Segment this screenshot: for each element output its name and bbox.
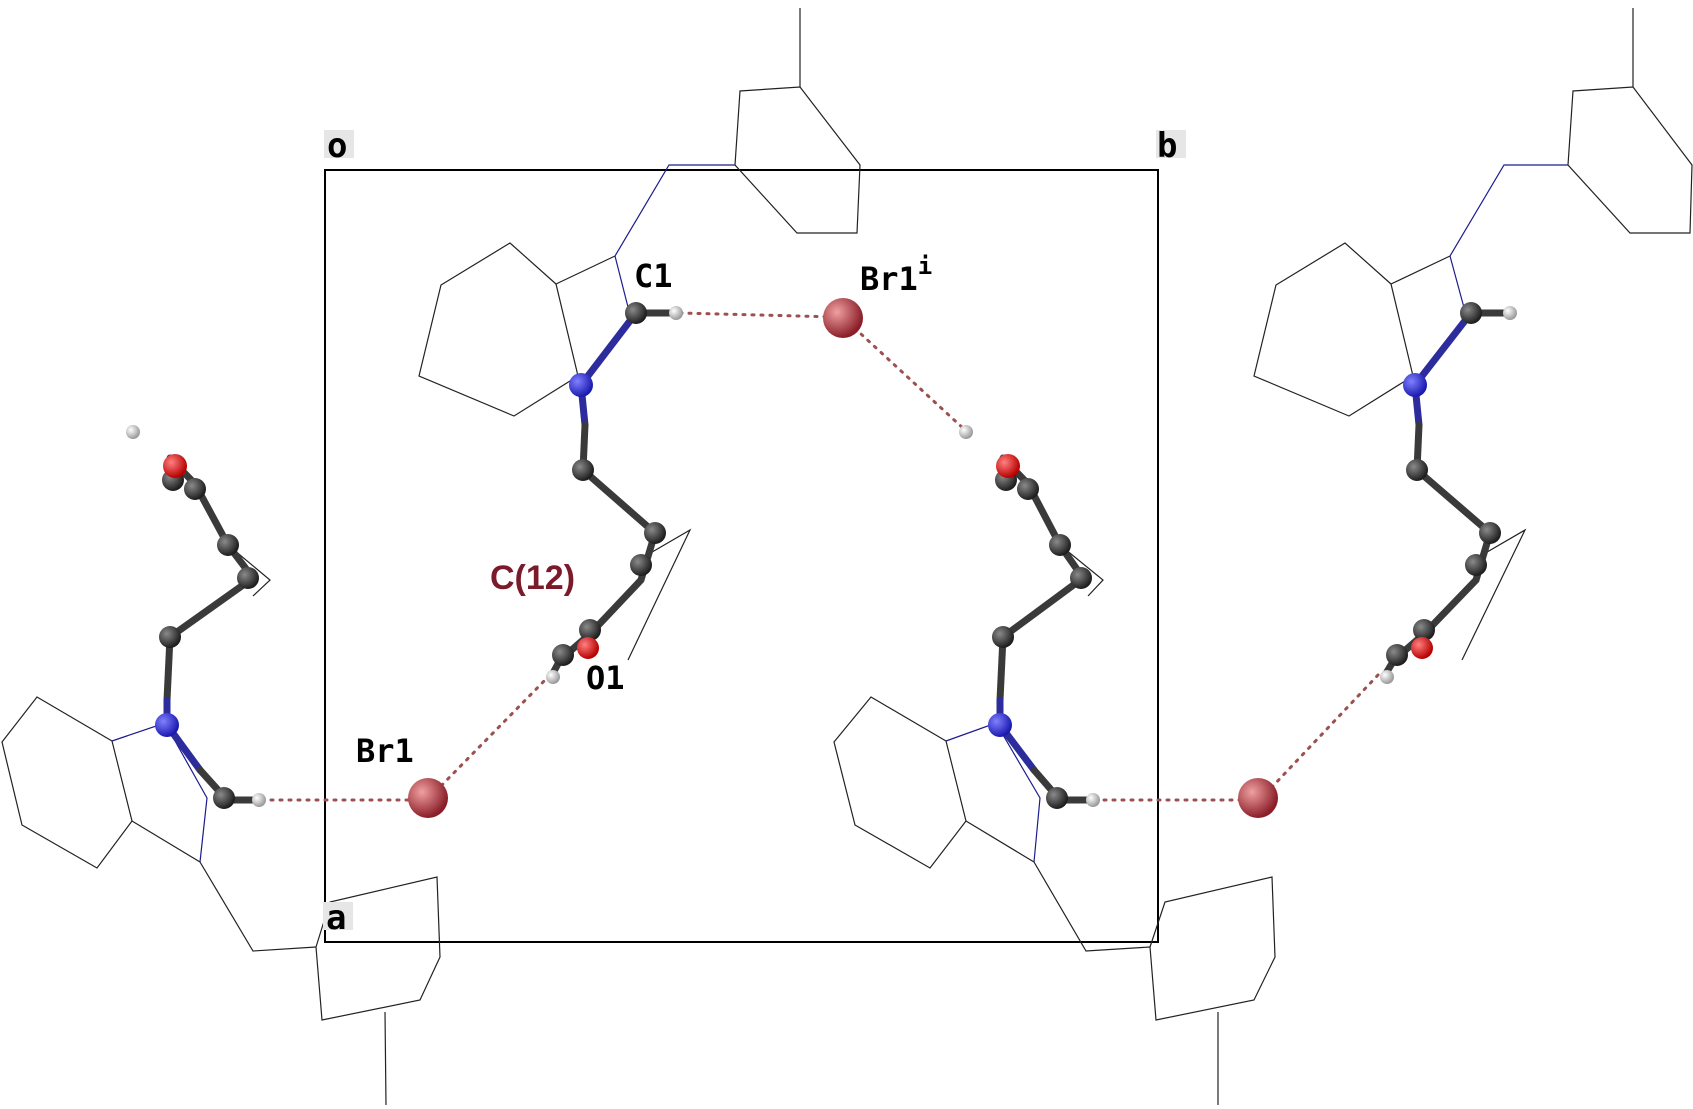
hydrogen-bonds xyxy=(260,311,1380,802)
hydrogen-atom xyxy=(1380,670,1394,684)
atom-label-c1: C1 xyxy=(634,257,673,295)
carbon-atom xyxy=(1386,644,1408,666)
molecule-far-right-ball-stick xyxy=(1380,302,1517,684)
bromine-atom xyxy=(1238,778,1278,818)
hydrogen-atom xyxy=(669,306,683,320)
carbon-atom xyxy=(159,626,181,648)
oxygen-atom-o1 xyxy=(577,637,599,659)
hydrogen-atom xyxy=(1503,306,1517,320)
hydrogen-atom xyxy=(546,670,560,684)
atom-label-br1: Br1 xyxy=(356,732,414,770)
carbon-atom xyxy=(184,478,206,500)
axis-b-label: b xyxy=(1157,126,1177,166)
axis-a-label: a xyxy=(326,898,346,938)
hbond-c1-br1i xyxy=(678,311,840,319)
hydrogen-atom xyxy=(126,425,140,439)
carbon-atom xyxy=(237,567,259,589)
hbond-o-far-right-br xyxy=(1270,673,1380,789)
carbon-atom xyxy=(1406,459,1428,481)
bromine-atom-br1 xyxy=(408,778,448,818)
hydrogen-atom xyxy=(252,793,266,807)
hydrogen-atom xyxy=(1086,793,1100,807)
atom-label-br1i: Br1i xyxy=(860,252,932,298)
carbon-atom xyxy=(1465,554,1487,576)
oxygen-atom xyxy=(163,454,187,478)
carbon-atom xyxy=(1017,478,1039,500)
carbon-atom xyxy=(1070,567,1092,589)
molecule-left-ball-stick xyxy=(126,425,266,809)
bromine-atom-br1i xyxy=(823,298,863,338)
carbon-atom xyxy=(1479,522,1501,544)
nitrogen-atom xyxy=(1403,373,1427,397)
carbon-atom xyxy=(572,459,594,481)
carbon-atom xyxy=(552,644,574,666)
carbon-atom xyxy=(217,534,239,556)
carbon-atom xyxy=(1413,619,1435,641)
nitrogen-atom xyxy=(155,713,179,737)
oxygen-atom xyxy=(996,454,1020,478)
oxygen-atom xyxy=(1411,637,1433,659)
carbon-atom xyxy=(1049,534,1071,556)
hbond-o1-br1 xyxy=(438,673,552,789)
carbon-atom xyxy=(644,522,666,544)
carbon-atom xyxy=(213,787,235,809)
molecule-right-ball-stick xyxy=(959,425,1100,809)
molecule-centre-wireframe xyxy=(418,8,861,661)
nitrogen-atom xyxy=(569,373,593,397)
motif-label-c12: C(12) xyxy=(490,559,575,597)
molecule-left-wireframe xyxy=(1,544,441,1106)
unit-cell-outline xyxy=(324,169,1159,943)
molecule-centre-ball-stick xyxy=(546,302,683,684)
axis-origin-label: o xyxy=(327,126,347,166)
carbon-atom xyxy=(1046,787,1068,809)
hbond-br1i-o-right xyxy=(846,320,967,432)
carbon-atom xyxy=(630,554,652,576)
atom-label-o1: O1 xyxy=(586,659,625,697)
hydrogen-atom xyxy=(959,425,973,439)
carbon-atom xyxy=(992,626,1014,648)
nitrogen-atom xyxy=(988,713,1012,737)
carbon-atom xyxy=(1460,302,1482,324)
molecule-right-wireframe xyxy=(833,544,1276,1105)
carbon-atom xyxy=(625,302,647,324)
carbon-atom xyxy=(579,619,601,641)
